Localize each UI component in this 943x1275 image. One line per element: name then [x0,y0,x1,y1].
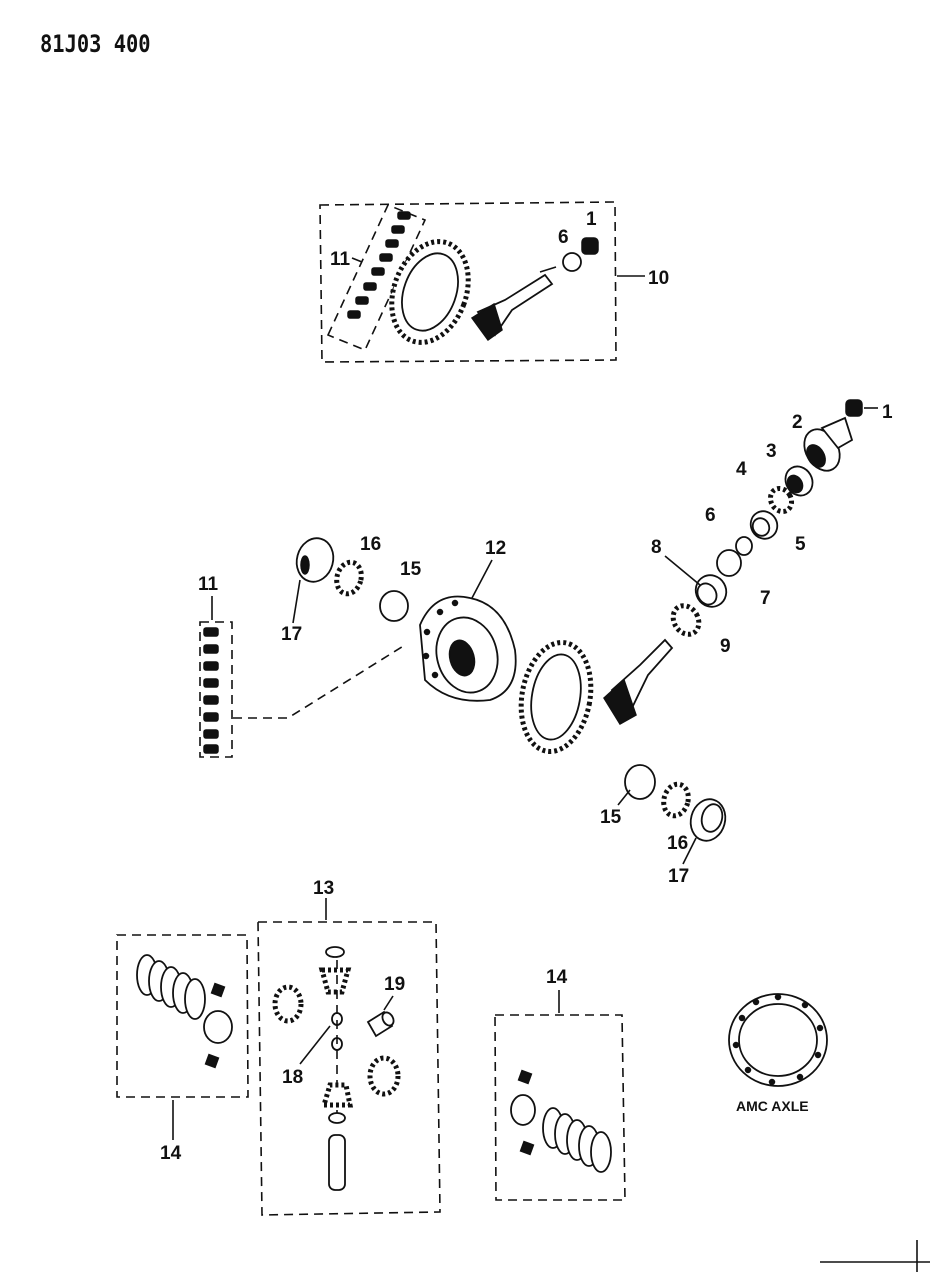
bearing-4 [767,485,795,515]
yoke-2 [803,416,854,472]
clutch-shim-left [203,1010,233,1044]
kit-14-box-right [494,1014,626,1201]
nut-1-top [581,237,599,255]
callout-17-left: 17 [281,624,302,645]
cover-gasket: AMC AXLE [728,993,828,1114]
bearing-9 [670,603,702,637]
callout-15-right: 15 [600,807,622,828]
callout-1-top: 1 [586,209,597,230]
callout-3: 3 [766,441,777,462]
diff-gear-kit-13: 13 19 18 [257,878,441,1216]
kit-13-box [257,921,441,1216]
pinion-mate-left [272,984,304,1024]
callout-12: 12 [485,538,506,559]
callout-14-left: 14 [160,1143,182,1164]
pinion-mate-right [367,1055,401,1097]
nut-1 [845,399,863,417]
pinion-gear-top [470,266,557,342]
callout-9: 9 [720,636,731,657]
side-gear-bottom [320,1082,354,1108]
ring-gear-top [389,239,471,345]
washer-6-top [562,252,582,272]
callout-13: 13 [313,878,334,899]
ring-gear-bolts-top [347,211,411,319]
bolt-set-box [199,621,233,758]
bolt-set-box-top [326,203,427,352]
callout-1: 1 [882,402,893,423]
callout-10: 10 [648,268,669,289]
ring-gear [518,640,594,754]
differential-assembly-group: 1 2 3 4 5 6 7 [198,399,893,887]
cup-8 [694,574,728,608]
callout-18: 18 [282,1067,303,1088]
callout-17-right: 17 [668,866,689,887]
callout-16-right: 16 [667,833,688,854]
diagram-code: 81J03 400 [40,30,151,58]
differential-case-12 [419,595,517,702]
pin-19 [366,1010,395,1038]
ring-gear-bolts [203,627,219,754]
callout-11: 11 [198,574,219,595]
callout-15-left: 15 [400,559,422,580]
shim-7 [716,549,742,577]
callout-6: 6 [705,505,716,526]
registration-mark [820,1240,930,1272]
kit-14-box-left [116,934,249,1098]
bearing-16-right [661,781,691,819]
clutch-plates-left [136,954,206,1020]
bearing-cup-17-left [295,537,335,583]
callout-16-left: 16 [360,534,381,555]
cross-shaft [328,1134,346,1191]
callout-4: 4 [736,459,747,480]
callout-8: 8 [651,537,662,558]
callout-5: 5 [795,534,806,555]
clutch-pack-kit-right: 14 [494,967,626,1201]
ring-pinion-kit-group: 11 6 1 10 [319,201,669,363]
kit-10-box [319,201,617,363]
pinion-gear [603,638,674,726]
leader-11-case [233,644,406,719]
thrust-washer-top [325,946,345,958]
callout-11-top: 11 [330,249,351,270]
callout-7: 7 [760,588,771,609]
gasket-caption: AMC AXLE [736,1098,809,1114]
shim-15-left [379,590,409,622]
bearing-cup-17-right [689,798,727,842]
bearing-16-left [334,559,364,597]
cup-5 [749,510,779,540]
thrust-washer-bottom [328,1112,346,1124]
spacer-6 [735,536,753,556]
clutch-shim-right [510,1094,536,1126]
seal-3 [784,465,814,497]
callout-2: 2 [792,412,803,433]
callout-19: 19 [384,974,405,995]
callout-14-right: 14 [546,967,568,988]
callout-6-top: 6 [558,227,569,248]
side-gear-top [318,967,352,995]
clutch-pack-kit-left: 14 [116,934,249,1164]
shim-15-right [624,764,656,800]
clutch-plates-right [542,1107,612,1173]
